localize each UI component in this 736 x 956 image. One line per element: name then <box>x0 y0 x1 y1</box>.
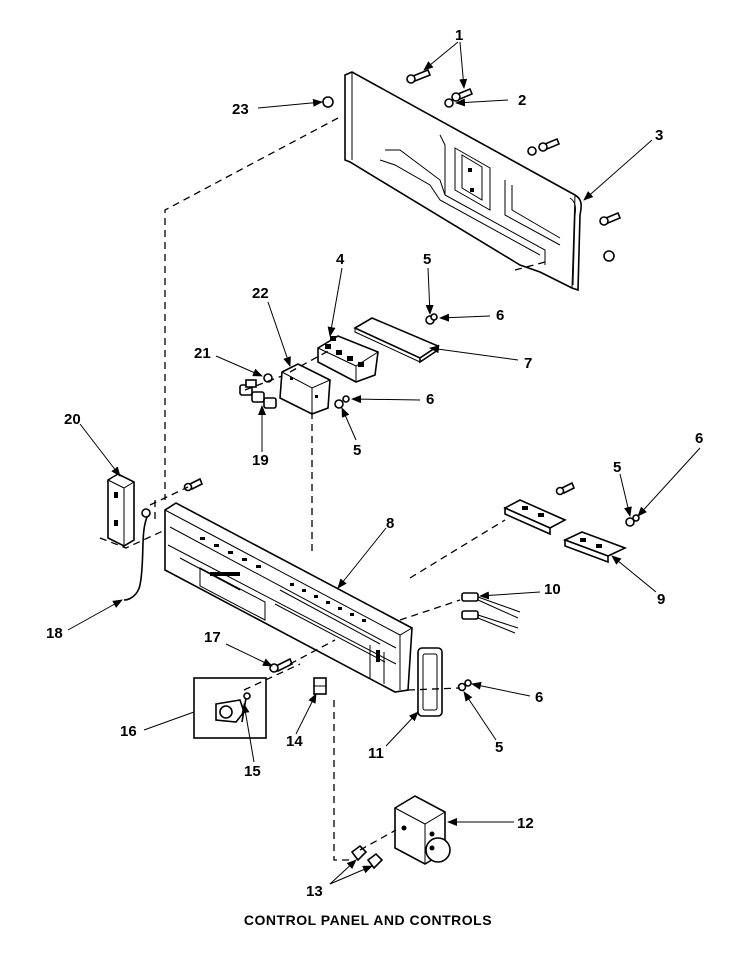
assembly-lines <box>99 117 506 861</box>
callout-3: 3 <box>655 127 663 144</box>
callout-14: 14 <box>286 733 303 750</box>
callout-9: 9 <box>657 591 665 608</box>
callout-6: 6 <box>426 391 434 408</box>
callout-19: 19 <box>252 452 269 469</box>
nut-23 <box>322 96 334 108</box>
callout-15: 15 <box>244 763 261 780</box>
callout-labels: 1 2 3 4 5 5 5 5 6 6 6 6 7 8 9 10 11 12 1… <box>46 27 703 900</box>
screw-5c <box>625 517 635 527</box>
callout-21: 21 <box>194 345 211 362</box>
leader-lines <box>67 41 701 885</box>
bracket-9 <box>562 531 628 564</box>
callout-20: 20 <box>64 411 81 428</box>
circuit-board-22 <box>279 363 331 415</box>
control-panel-8 <box>164 502 413 693</box>
callout-5: 5 <box>495 739 503 756</box>
diagram-caption: CONTROL PANEL AND CONTROLS <box>243 912 493 928</box>
callout-5: 5 <box>353 442 361 459</box>
lens-11 <box>417 647 443 717</box>
screw-5b <box>334 399 344 409</box>
rear-console-panel <box>344 71 582 292</box>
callout-6: 6 <box>496 307 504 324</box>
callout-12: 12 <box>517 815 534 832</box>
callout-1: 1 <box>455 27 463 44</box>
callout-16: 16 <box>120 723 137 740</box>
knob-13 <box>350 844 384 870</box>
washer-6d <box>464 679 472 687</box>
screw-bracket-upper <box>555 481 576 496</box>
callout-18: 18 <box>46 625 63 642</box>
callout-5: 5 <box>423 251 431 268</box>
wire-harness-10 <box>461 592 521 634</box>
end-bracket-20 <box>107 473 135 547</box>
callout-13: 13 <box>306 883 323 900</box>
knobs-19 <box>239 379 277 409</box>
wire-18 <box>123 514 149 601</box>
screw-1-lower <box>451 87 474 102</box>
callout-10: 10 <box>544 581 561 598</box>
nut-2 <box>444 98 454 108</box>
screw-5d <box>457 682 467 692</box>
screw-1-upper <box>406 68 432 84</box>
screw-17 <box>269 657 294 673</box>
callout-7: 7 <box>524 355 532 372</box>
switch-block-4 <box>317 335 379 383</box>
screw-right-upper <box>527 137 561 156</box>
callout-11: 11 <box>368 745 384 762</box>
callout-17: 17 <box>204 629 221 646</box>
callout-4: 4 <box>336 251 345 268</box>
switch-assembly-16 <box>193 677 267 739</box>
callout-22: 22 <box>252 285 269 302</box>
callout-23: 23 <box>232 101 249 118</box>
callout-6: 6 <box>695 430 703 447</box>
clip-14 <box>313 677 327 695</box>
screw-right-lower <box>599 211 622 262</box>
callout-5: 5 <box>613 459 621 476</box>
panel-graphics <box>200 537 380 662</box>
timer-12 <box>394 795 451 865</box>
callout-6: 6 <box>535 689 543 706</box>
screw-20 <box>183 477 204 492</box>
callout-2: 2 <box>518 92 526 109</box>
callout-8: 8 <box>386 515 394 532</box>
washer-6a <box>430 313 438 321</box>
bracket-upper <box>503 499 567 536</box>
washer-6b <box>342 395 350 403</box>
